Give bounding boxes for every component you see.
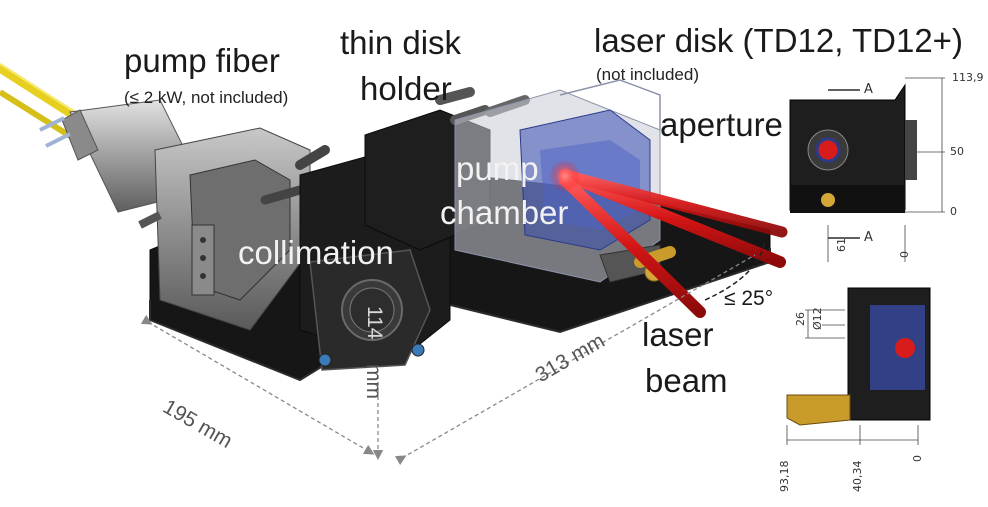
drawing-side-dim-12: Ø12 (811, 307, 824, 330)
drawing-top-dim-0b: 0 (898, 251, 911, 258)
label-pump-line2: chamber (440, 194, 569, 231)
technical-drawing-side-view (785, 285, 940, 460)
drawing-top-section-a: A (864, 82, 873, 97)
pump-fiber (0, 63, 83, 139)
drawing-top-dim-50: 50 (950, 145, 964, 158)
drawing-top-dim-113: 113,9 (952, 71, 984, 84)
technical-drawing-top-view (785, 70, 950, 262)
label-pump-fiber-note: (≤ 2 kW, not included) (124, 88, 289, 107)
label-laser-line1: laser (642, 316, 714, 353)
dimension-height-unit: mm (362, 364, 385, 399)
label-aperture: aperture (660, 106, 783, 143)
dimension-lines (140, 254, 756, 466)
dimension-height-value: 114 (363, 306, 386, 340)
drawing-top-dim-61: 61 (835, 238, 848, 252)
label-laser-disk: laser disk (TD12, TD12+) (594, 22, 963, 59)
drawing-side-dim-0: 0 (911, 455, 924, 462)
label-angle: ≤ 25° (724, 287, 774, 310)
drawing-side-dim-93: 93,18 (778, 460, 791, 493)
drawing-side-dim-40: 40,34 (851, 460, 864, 493)
label-pump-line1: pump (456, 150, 539, 187)
drawing-top-section-a-lower: A (864, 230, 873, 245)
label-laser-disk-note: (not included) (596, 65, 700, 84)
label-thin-disk-line1: thin disk (340, 24, 462, 61)
label-laser-line2: beam (645, 362, 728, 399)
label-thin-disk-line2: holder (360, 70, 452, 107)
label-collimation: collimation (238, 234, 394, 271)
label-pump-fiber: pump fiber (124, 42, 280, 79)
drawing-top-dim-0: 0 (950, 205, 957, 218)
laser-beams (549, 160, 788, 318)
angle-arc (704, 239, 766, 301)
drawing-side-dim-26: 26 (794, 312, 807, 326)
collimation-housing (138, 127, 330, 331)
